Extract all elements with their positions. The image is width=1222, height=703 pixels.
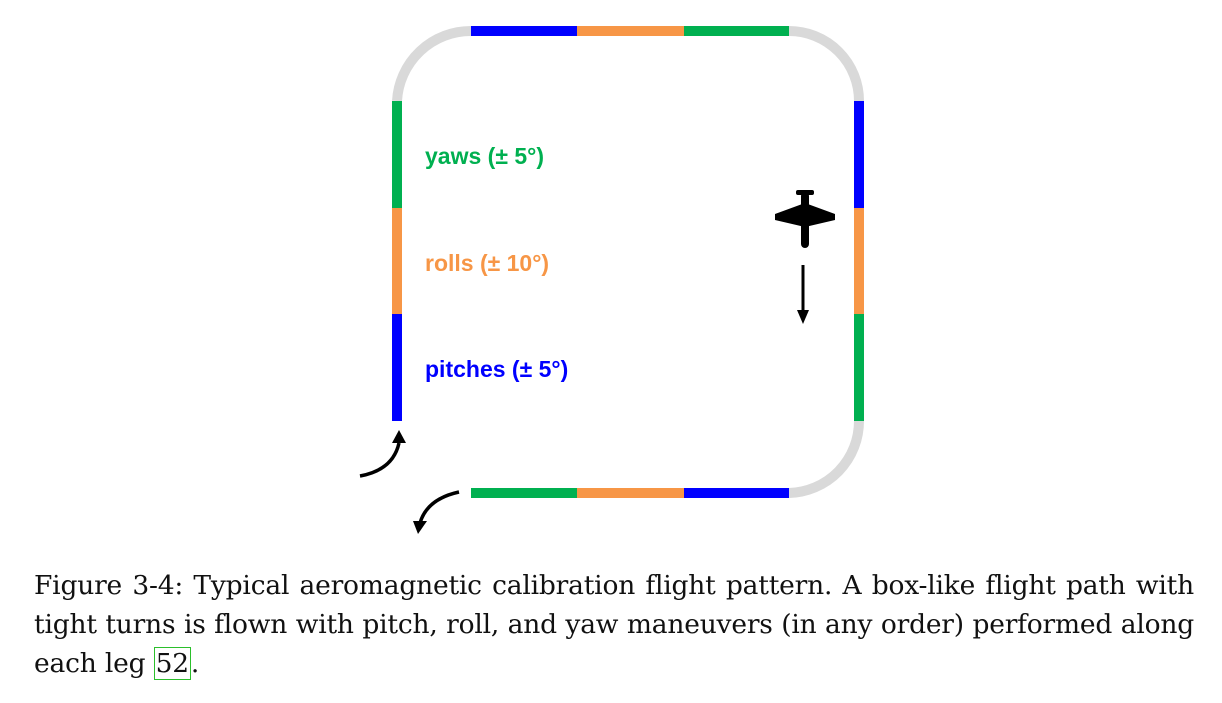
figure-caption: Figure 3-4: Typical aeromagnetic calibra… <box>34 566 1194 683</box>
turn-corners <box>392 25 864 498</box>
down-arrow-icon <box>797 265 809 324</box>
curved-turn-arrow-icon <box>413 490 460 534</box>
citation-link[interactable]: 52 <box>153 647 191 680</box>
caption-text: Figure 3-4: Typical aeromagnetic calibra… <box>34 570 1194 679</box>
flight-pattern-diagram: yaws (± 5°) rolls (± 10°) pitches (± 5°) <box>359 25 864 534</box>
airplane-icon <box>775 190 835 248</box>
turn-corner-top-left <box>392 25 472 102</box>
yaws-label: yaws (± 5°) <box>425 143 544 169</box>
rolls-label: rolls (± 10°) <box>425 250 549 276</box>
turn-corner-bottom-right <box>788 420 864 498</box>
curved-turn-arrow-icon <box>359 430 406 478</box>
pitches-label: pitches (± 5°) <box>425 356 568 382</box>
turn-corner-top-right <box>788 26 864 102</box>
caption-suffix: . <box>190 648 200 679</box>
